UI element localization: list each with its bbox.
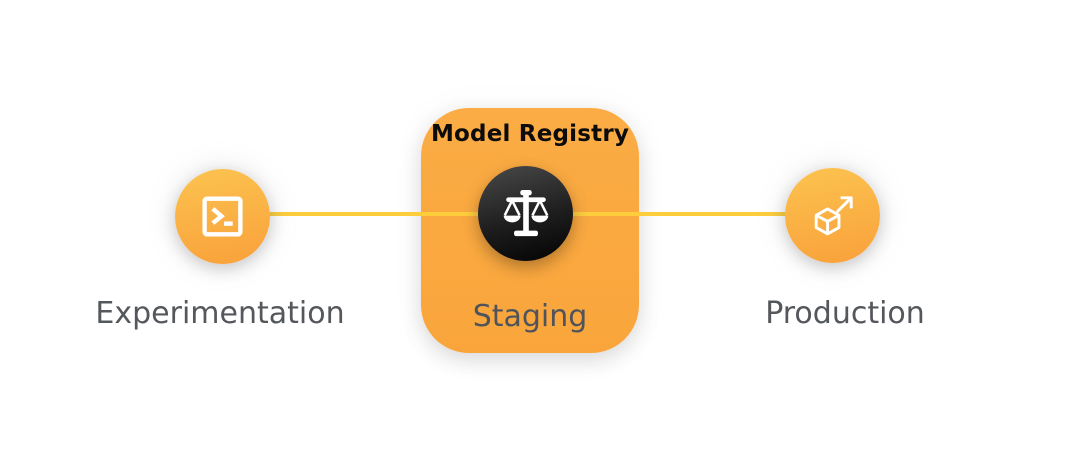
stage-label-experimentation: Experimentation (95, 296, 345, 331)
model-registry-title: Model Registry (430, 121, 630, 147)
model-registry-card: Model Registry Staging (421, 108, 639, 353)
balance-scale-icon (501, 189, 551, 239)
staging-registry-node (478, 166, 573, 261)
stage-label-production: Production (765, 296, 925, 331)
production-node (785, 168, 880, 263)
terminal-icon (198, 192, 247, 241)
stage-label-staging: Staging (472, 299, 588, 334)
cube-arrow-icon (807, 190, 859, 242)
experimentation-node (175, 169, 270, 264)
